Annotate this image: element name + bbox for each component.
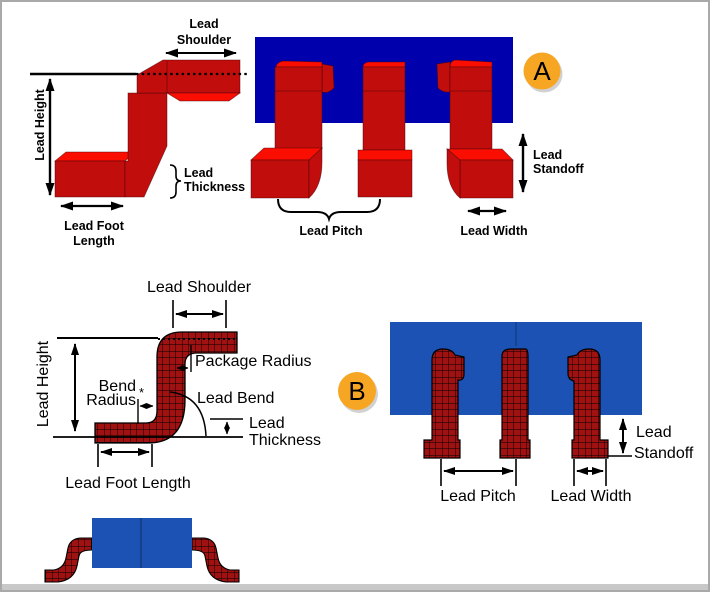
label-a-lead-height: Lead Height xyxy=(33,88,47,160)
lead-foot-front-face xyxy=(54,160,126,198)
assembly-a-lead-3 xyxy=(436,59,514,199)
label-b-foot-length: Lead Foot Length xyxy=(65,475,190,492)
label-b-thickness-2: Thickness xyxy=(249,432,321,449)
badge-b-letter: B xyxy=(348,376,365,406)
label-b-lead-height: Lead Height xyxy=(35,340,52,427)
bottom-lead-left xyxy=(44,537,93,583)
label-a-thickness-2: Thickness xyxy=(184,180,245,194)
label-a-foot-1: Lead Foot xyxy=(64,219,125,233)
lead-bend-arc xyxy=(169,391,207,437)
lead-foot-top-face xyxy=(53,151,138,162)
label-b-standoff-1: Lead xyxy=(636,424,672,441)
assembly-b-lead-2 xyxy=(499,348,531,459)
label-b-standoff-2: Standoff xyxy=(634,445,694,462)
label-a-lead-shoulder-1: Lead xyxy=(189,17,218,31)
lead-shoulder-bottom-face xyxy=(165,92,242,102)
label-b-package-radius: Package Radius xyxy=(195,353,312,370)
section-a-lead-profile: Lead Shoulder Lead Height Lead Thickness… xyxy=(30,17,248,248)
assembly-a-lead-2 xyxy=(357,61,413,198)
label-a-standoff-1: Lead xyxy=(533,148,562,162)
label-a-standoff-2: Standoff xyxy=(533,162,585,176)
label-a-foot-2: Length xyxy=(73,234,115,248)
badge-a-letter: A xyxy=(533,56,551,86)
bottom-lead-right xyxy=(191,537,240,583)
label-b-width: Lead Width xyxy=(551,488,632,505)
assembly-b-lead-3 xyxy=(567,348,609,459)
label-a-thickness-1: Lead xyxy=(184,166,213,180)
badge-a: A xyxy=(523,52,563,93)
label-a-width: Lead Width xyxy=(460,224,527,238)
assembly-a-lead-1 xyxy=(249,60,335,199)
label-a-lead-shoulder-2: Shoulder xyxy=(177,33,231,47)
section-b-assembly: Lead Pitch Lead Width Lead Standoff xyxy=(390,322,694,505)
section-a-assembly: Lead Pitch Lead Width Lead Standoff xyxy=(249,37,585,238)
label-b-lead-shoulder: Lead Shoulder xyxy=(147,279,252,296)
lead-shoulder-face xyxy=(136,59,241,94)
label-b-pitch: Lead Pitch xyxy=(440,488,516,505)
badge-b: B xyxy=(338,372,378,413)
label-a-pitch: Lead Pitch xyxy=(299,224,362,238)
meshed-lead-profile-shape xyxy=(94,331,238,444)
brace-a-thickness xyxy=(169,164,182,199)
label-b-thickness-1: Lead xyxy=(249,415,285,432)
label-b-lead-bend: Lead Bend xyxy=(197,390,274,407)
label-b-bend-radius-2: Radius xyxy=(86,392,136,409)
lead-3d-profile-shape xyxy=(53,59,242,198)
section-b-lead-profile: Lead Shoulder Lead Height Package Radius… xyxy=(35,279,321,492)
bottom-package-body xyxy=(92,518,192,568)
bottom-package-figure xyxy=(44,518,240,583)
label-b-bend-radius-asterisk: * xyxy=(139,385,144,400)
bottom-board-bar xyxy=(2,584,708,590)
lead-riser-face xyxy=(124,92,168,198)
assembly-b-lead-1 xyxy=(423,348,465,459)
brace-a-pitch xyxy=(277,198,381,223)
label-b-bend-radius-1: Bend xyxy=(99,378,136,395)
